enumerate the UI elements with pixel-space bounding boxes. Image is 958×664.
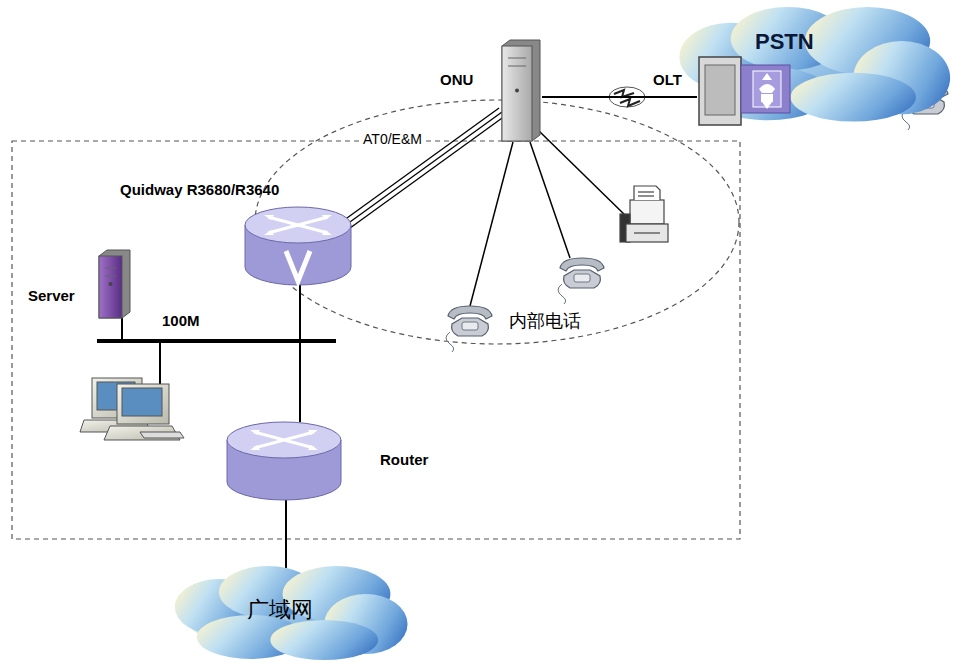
wire xyxy=(340,108,499,223)
bus-speed: 100M xyxy=(162,313,200,330)
server-icon: Server xyxy=(97,248,132,320)
node-label: ONU xyxy=(440,72,473,89)
onu-device: ONU xyxy=(500,38,542,143)
voice-router-shape xyxy=(243,205,353,287)
wire xyxy=(343,112,502,227)
wire xyxy=(542,96,697,98)
router-icon: Router xyxy=(225,420,343,502)
connector xyxy=(286,500,287,568)
connector xyxy=(542,97,697,98)
connector xyxy=(300,285,301,422)
node-label: 广域网 xyxy=(247,598,313,622)
olt-device: OLT xyxy=(697,55,792,127)
wire xyxy=(299,285,301,422)
node-label: Quidway R3680/R3640 xyxy=(120,182,279,199)
cloud: 广域网 xyxy=(165,562,410,662)
connector xyxy=(340,108,505,231)
server-icon-shape xyxy=(97,248,132,320)
edge-label: AT0/E&M xyxy=(361,132,424,147)
phone-group-label: 内部电话 xyxy=(509,312,581,332)
node-label: Router xyxy=(380,452,428,469)
onu-device-shape xyxy=(500,38,542,143)
router-icon-shape xyxy=(225,420,343,502)
node-label: Server xyxy=(28,288,75,305)
wire xyxy=(285,500,287,568)
node-label: PSTN xyxy=(755,30,814,54)
wire xyxy=(346,116,505,231)
node-label: OLT xyxy=(653,72,682,89)
voice-router: Quidway R3680/R3640 xyxy=(243,205,353,287)
olt-device-shape xyxy=(697,55,792,127)
